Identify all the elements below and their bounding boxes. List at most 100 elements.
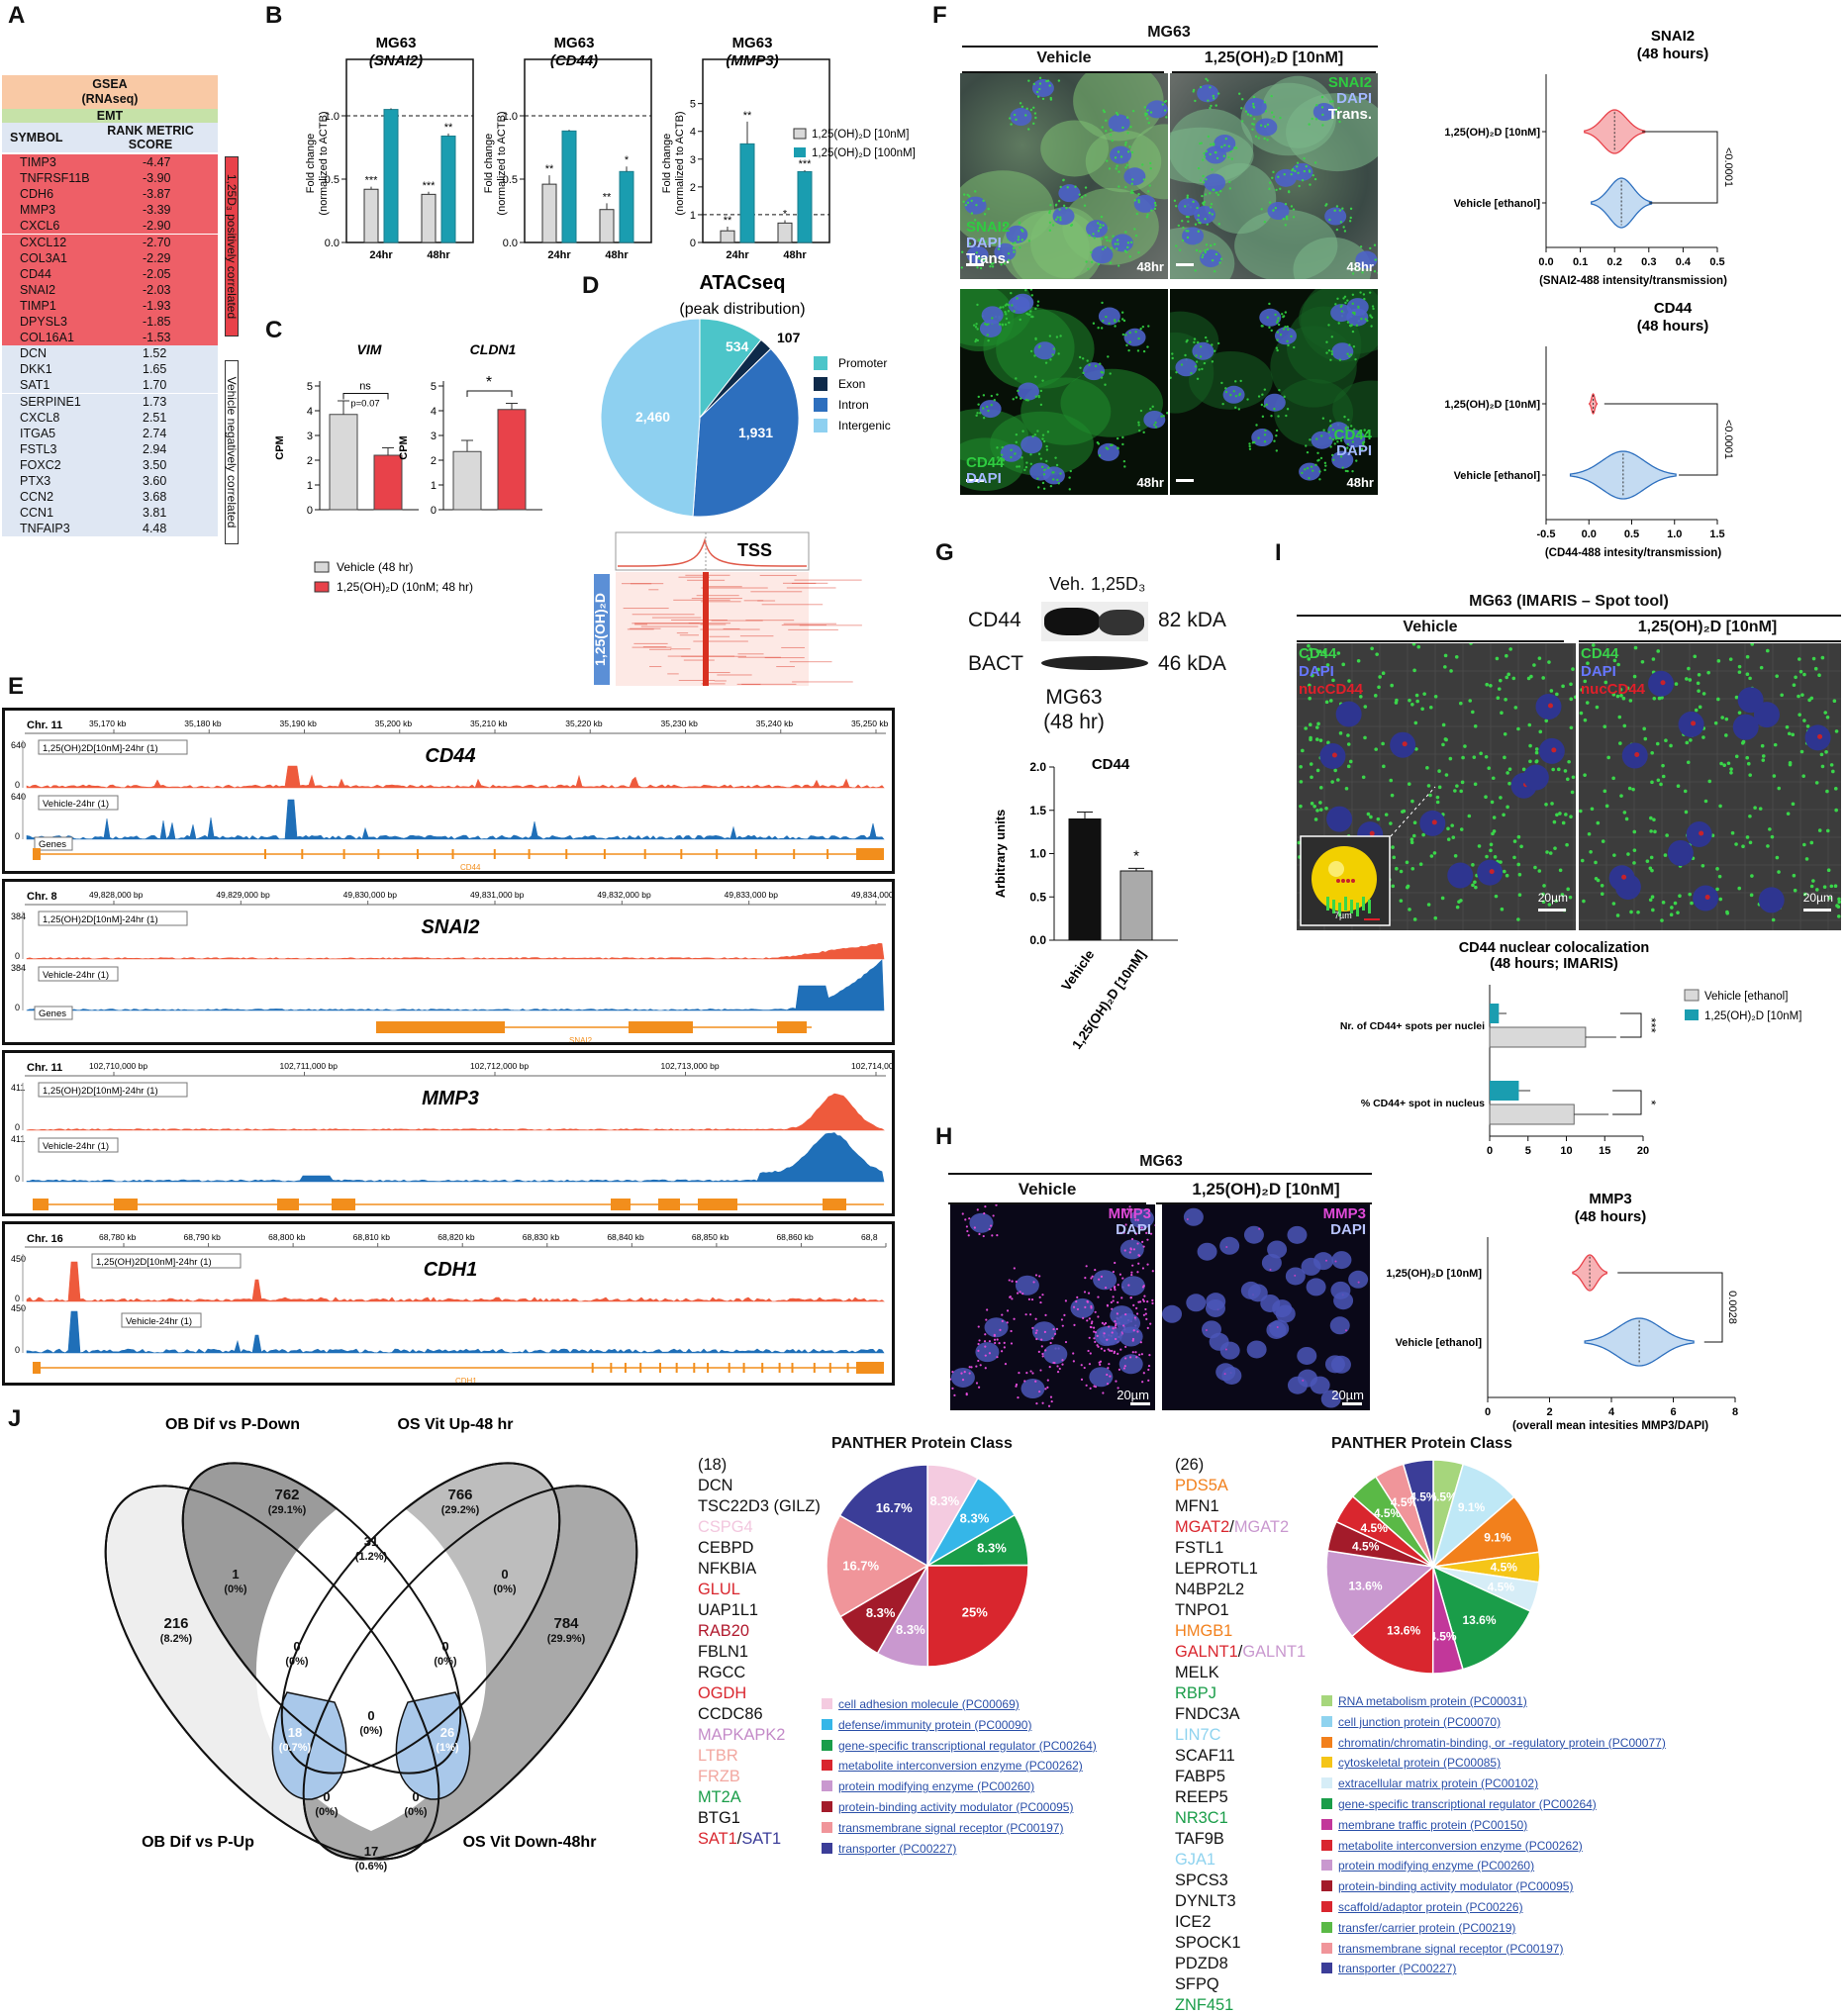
stain-dot <box>1044 1314 1046 1316</box>
j-legend-item[interactable]: protein modifying enzyme (PC00260) <box>822 1779 1034 1793</box>
j-region-pct: (29.2%) <box>441 1504 480 1516</box>
stain-dot <box>1028 314 1030 316</box>
spot <box>1518 873 1522 877</box>
j-legend-item[interactable]: transporter (PC00227) <box>822 1842 956 1856</box>
j-gene-symbol: BTG1 <box>698 1809 740 1827</box>
j-legend-item[interactable]: protein modifying enzyme (PC00260) <box>1321 1859 1534 1872</box>
spot <box>1722 763 1726 767</box>
j-legend-item[interactable]: cell adhesion molecule (PC00069) <box>822 1697 1020 1711</box>
stain-dot <box>984 1340 986 1342</box>
j-legend-item[interactable]: defense/immunity protein (PC00090) <box>822 1718 1031 1732</box>
nucleus <box>1221 1367 1241 1385</box>
j-legend-item[interactable]: scaffold/adaptor protein (PC00226) <box>1321 1900 1523 1914</box>
spot <box>1689 678 1693 682</box>
stain-dot <box>1117 242 1118 244</box>
spot <box>1802 843 1806 847</box>
stain-dot <box>1111 443 1113 445</box>
j-region-pct: (0%) <box>315 1806 339 1818</box>
stain-dot <box>996 1356 998 1358</box>
stain-dot <box>1099 224 1101 226</box>
j-legend-item[interactable]: cell junction protein (PC00070) <box>1321 1715 1501 1729</box>
g-chart-title: CD44 <box>1092 756 1130 773</box>
spot <box>1459 702 1463 706</box>
j-legend-item[interactable]: transfer/carrier protein (PC00219) <box>1321 1921 1515 1935</box>
h-violin-tick-label: 2 <box>1546 1406 1552 1418</box>
j-legend-item[interactable]: protein-binding activity modulator (PC00… <box>822 1800 1073 1814</box>
stain-dot <box>1034 375 1036 377</box>
stain-dot <box>1211 203 1213 205</box>
stain-dot <box>976 412 978 414</box>
stain-dot <box>1359 291 1361 293</box>
stain-dot <box>994 399 996 401</box>
stain-dot <box>1369 247 1371 249</box>
i-bar-treat <box>1490 1004 1499 1023</box>
stain-dot <box>1287 344 1289 346</box>
spot <box>1538 656 1542 660</box>
stain-dot <box>1117 320 1119 322</box>
stain-dot <box>1206 1329 1208 1331</box>
d-heatmap-mark <box>648 589 658 590</box>
j-legend-item[interactable]: metabolite interconversion enzyme (PC002… <box>822 1759 1083 1773</box>
spot <box>1731 831 1735 835</box>
stain-dot <box>1262 416 1264 418</box>
j-legend-item[interactable]: chromatin/chromatin-binding, or -regulat… <box>1321 1736 1666 1750</box>
stain-dot <box>1258 395 1260 397</box>
spot <box>1652 657 1656 661</box>
j-pie-label: 4.5% <box>1352 1539 1380 1553</box>
stain-dot <box>963 193 965 195</box>
gsea-symbol: SERPINE1 <box>20 394 81 410</box>
j-legend-item[interactable]: RNA metabolism protein (PC00031) <box>1321 1694 1527 1708</box>
j-legend-item[interactable]: membrane traffic protein (PC00150) <box>1321 1818 1527 1832</box>
spot <box>1597 821 1601 825</box>
j-legend-item[interactable]: gene-specific transcriptional regulator … <box>1321 1797 1597 1811</box>
j-legend-item[interactable]: transmembrane signal receptor (PC00197) <box>822 1821 1063 1835</box>
b-bar-10nm <box>600 210 614 242</box>
f-violin-p: <0.0001 <box>1722 420 1734 459</box>
j-legend-item[interactable]: cytoskeletal protein (PC00085) <box>1321 1756 1501 1770</box>
j-legend-swatch <box>1321 1880 1332 1891</box>
j-gene: RBPJ <box>1175 1683 1306 1704</box>
spot <box>1474 782 1478 786</box>
j-legend-item[interactable]: protein-binding activity modulator (PC00… <box>1321 1879 1573 1893</box>
stain-dot <box>991 395 993 397</box>
j-legend-item[interactable]: metabolite interconversion enzyme (PC002… <box>1321 1839 1583 1853</box>
j-gene-count: (18) <box>698 1455 821 1476</box>
stain-dot <box>1124 249 1126 251</box>
j-legend-item[interactable]: gene-specific transcriptional regulator … <box>822 1739 1097 1753</box>
nuc-spot <box>1432 819 1437 824</box>
spot <box>1395 699 1399 703</box>
spot <box>1837 905 1841 909</box>
stain-dot <box>1216 157 1218 159</box>
stain-dot <box>1007 1309 1009 1311</box>
stain-dot <box>1266 404 1268 406</box>
stain-dot <box>1275 189 1277 191</box>
j-gene: MGAT2/MGAT2 <box>1175 1517 1306 1538</box>
j-legend-item[interactable]: extracellular matrix protein (PC00102) <box>1321 1776 1538 1790</box>
stain-dot <box>1009 1279 1011 1281</box>
stain-dot <box>1052 224 1054 226</box>
stain-dot <box>1277 176 1279 178</box>
stain-dot <box>1124 1313 1126 1315</box>
spot <box>1750 894 1754 898</box>
b-chart-0: MG63(SNAI2)0.00.51.0***24hr*****48hrFold… <box>305 35 473 261</box>
spot <box>1453 789 1457 793</box>
e-exon <box>793 849 795 859</box>
d-heatmap-mark <box>712 621 763 622</box>
j-gene-symbol: DCN <box>698 1477 733 1494</box>
j-legend-swatch <box>822 1843 832 1854</box>
j-legend-item[interactable]: transporter (PC00227) <box>1321 1962 1456 1975</box>
e-tick-label: 35,240 kb <box>756 719 794 728</box>
b-tick-label: 3 <box>690 154 696 166</box>
stain-dot <box>1040 1339 1042 1341</box>
stain-dot <box>1270 95 1272 97</box>
stain-dot <box>1035 1332 1037 1334</box>
j-legend-item[interactable]: transmembrane signal receptor (PC00197) <box>1321 1942 1563 1956</box>
c-p: p=0.07 <box>350 399 379 410</box>
stain-dot <box>1065 1341 1067 1343</box>
nucleus <box>1313 1252 1333 1270</box>
stain-dot <box>1352 303 1354 305</box>
spot <box>1806 724 1810 728</box>
spot <box>1619 794 1623 798</box>
